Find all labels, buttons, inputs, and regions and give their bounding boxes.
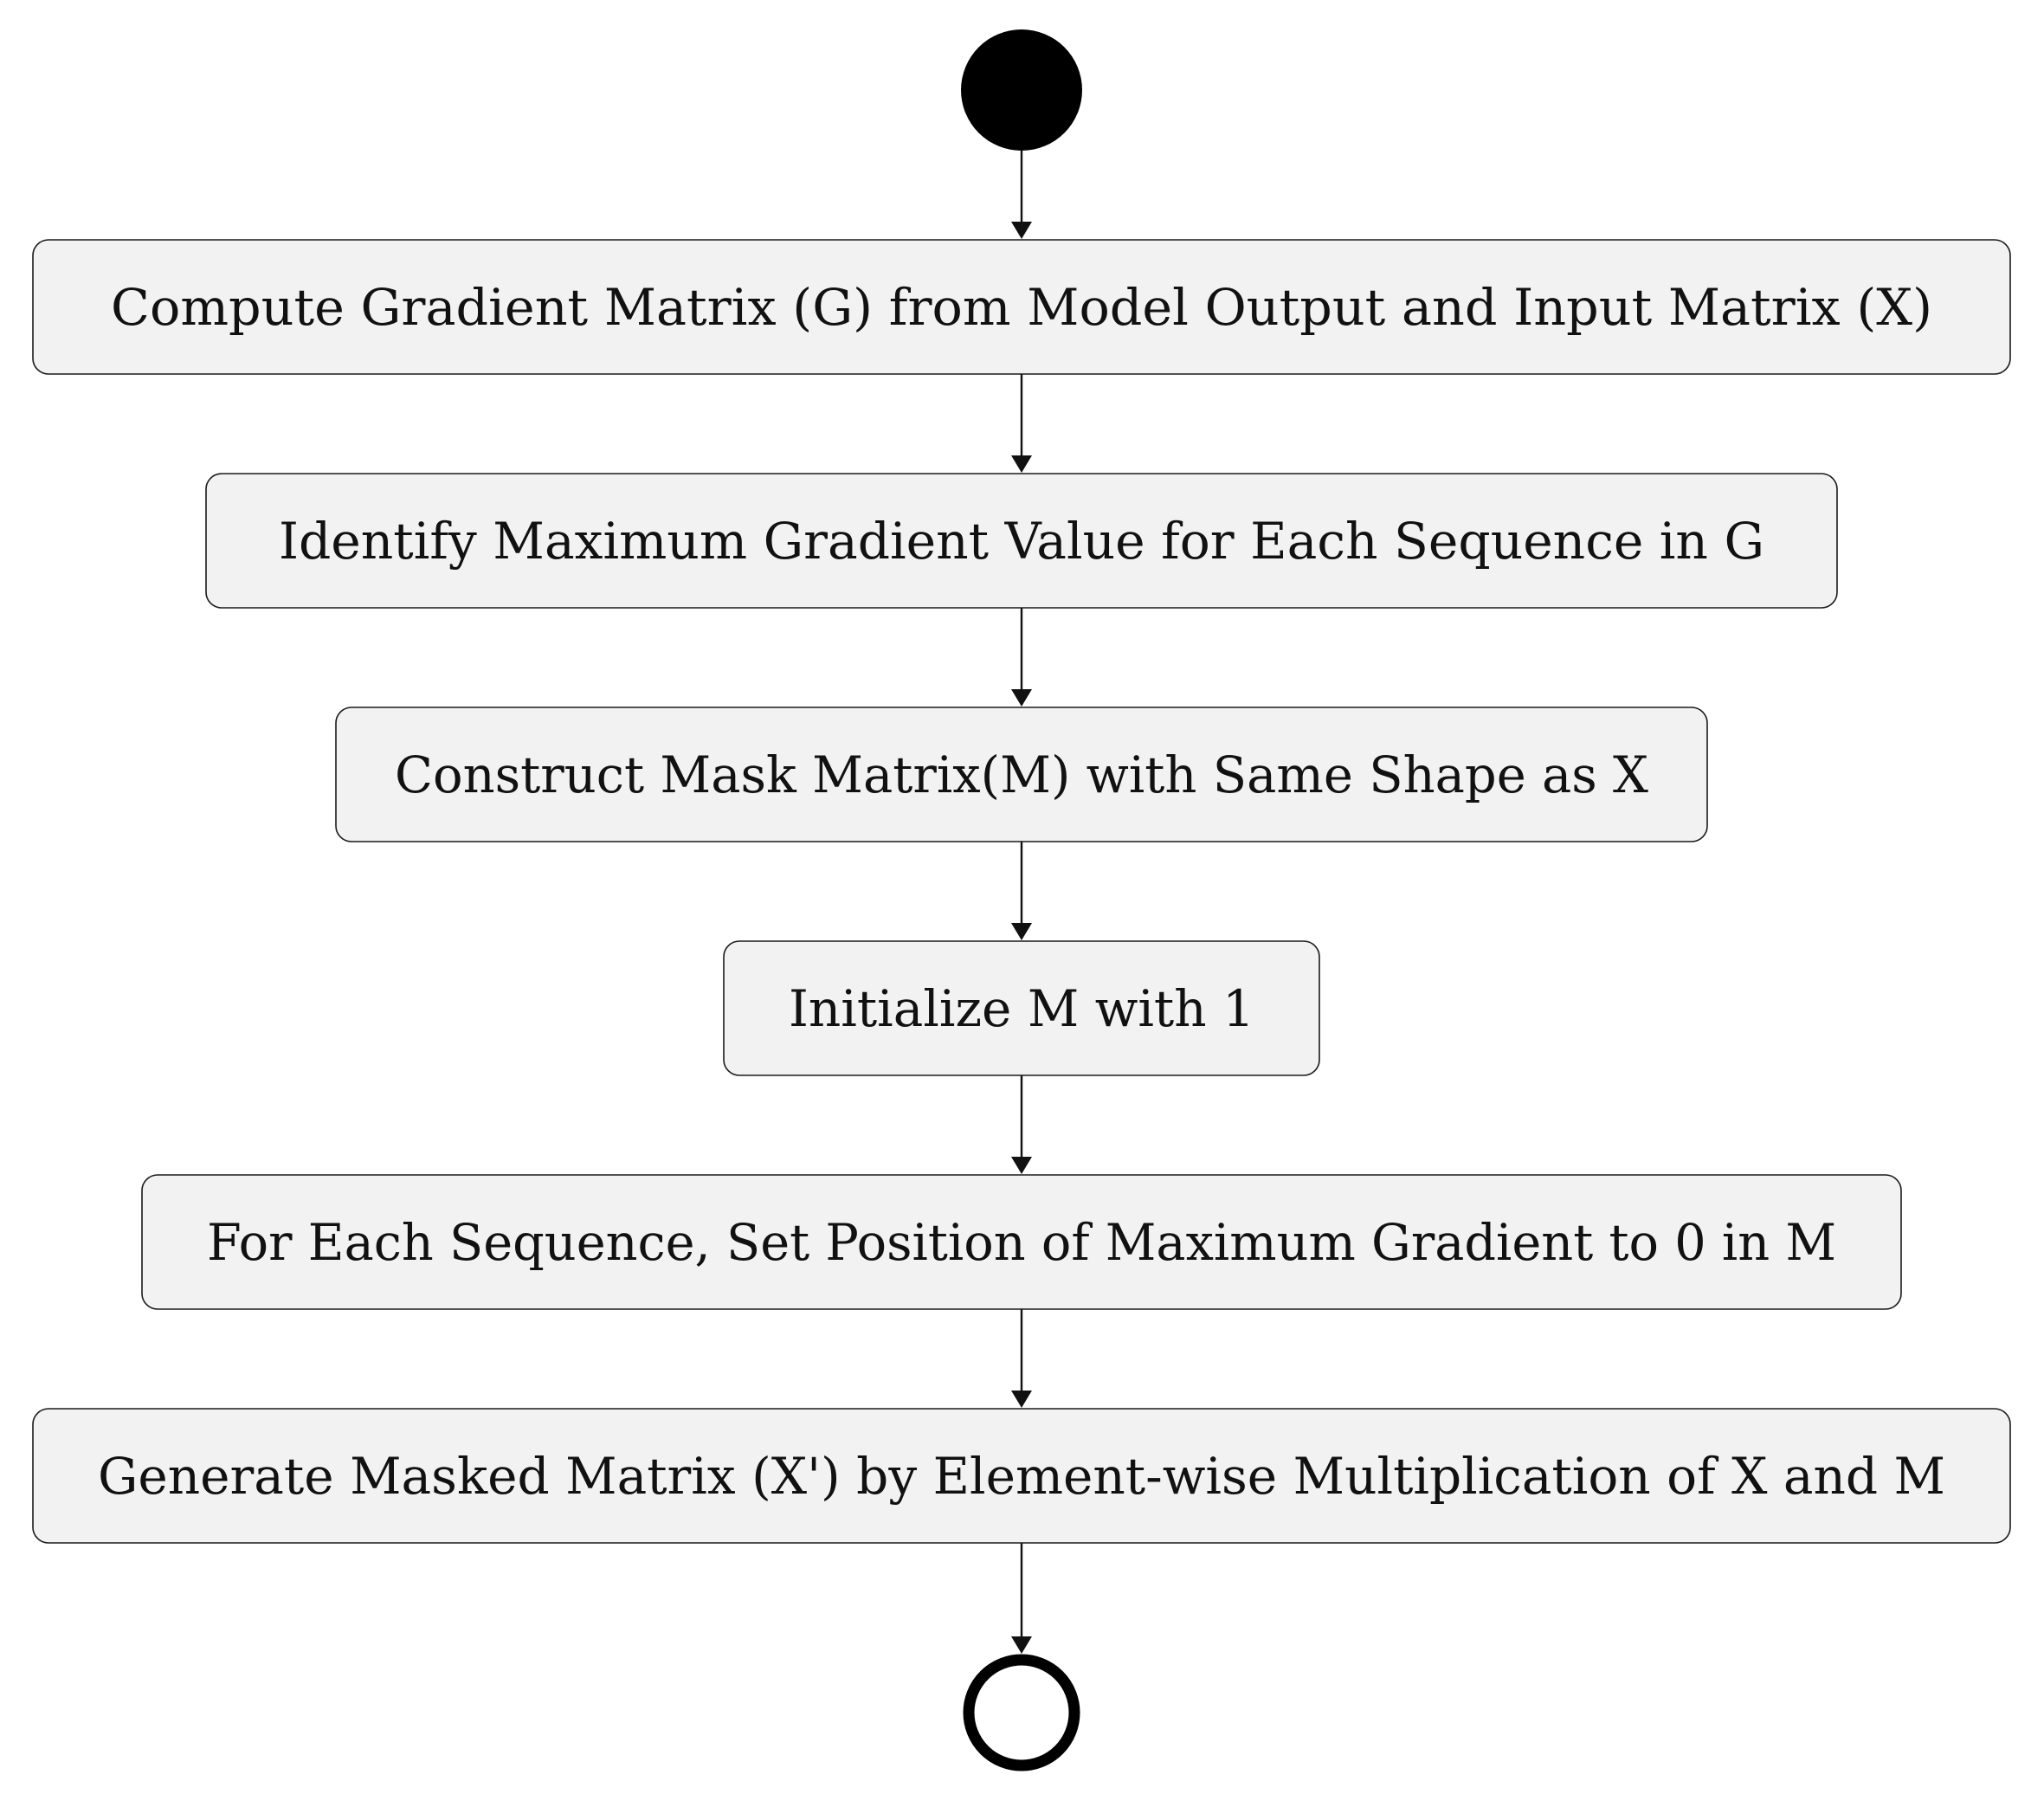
edge-step5-to-step6 <box>1011 1309 1032 1408</box>
end-node <box>963 1654 1080 1771</box>
edges <box>1011 151 1032 1654</box>
step-identify-maximum-label: Identify Maximum Gradient Value for Each… <box>279 512 1764 571</box>
edge-step6-to-end <box>1011 1543 1032 1654</box>
step-compute-gradient-label: Compute Gradient Matrix (G) from Model O… <box>111 278 1932 337</box>
edge-step1-to-step2 <box>1011 374 1032 473</box>
edge-step4-to-step5 <box>1011 1075 1032 1174</box>
step-generate-masked-label: Generate Masked Matrix (X') by Element-w… <box>98 1447 1945 1506</box>
step-construct-mask-label: Construct Mask Matrix(M) with Same Shape… <box>395 745 1649 804</box>
step-initialize-m: Initialize M with 1 <box>723 940 1320 1076</box>
step-set-position: For Each Sequence, Set Position of Maxim… <box>141 1174 1902 1310</box>
step-identify-maximum: Identify Maximum Gradient Value for Each… <box>205 473 1838 609</box>
step-set-position-label: For Each Sequence, Set Position of Maxim… <box>207 1213 1836 1272</box>
edge-step2-to-step3 <box>1011 608 1032 707</box>
step-initialize-m-label: Initialize M with 1 <box>789 979 1254 1038</box>
step-generate-masked: Generate Masked Matrix (X') by Element-w… <box>32 1408 2011 1544</box>
edge-step3-to-step4 <box>1011 842 1032 940</box>
step-construct-mask: Construct Mask Matrix(M) with Same Shape… <box>335 707 1708 842</box>
start-node <box>961 29 1082 151</box>
edge-start-to-step1 <box>1011 151 1032 239</box>
step-compute-gradient: Compute Gradient Matrix (G) from Model O… <box>32 239 2011 375</box>
